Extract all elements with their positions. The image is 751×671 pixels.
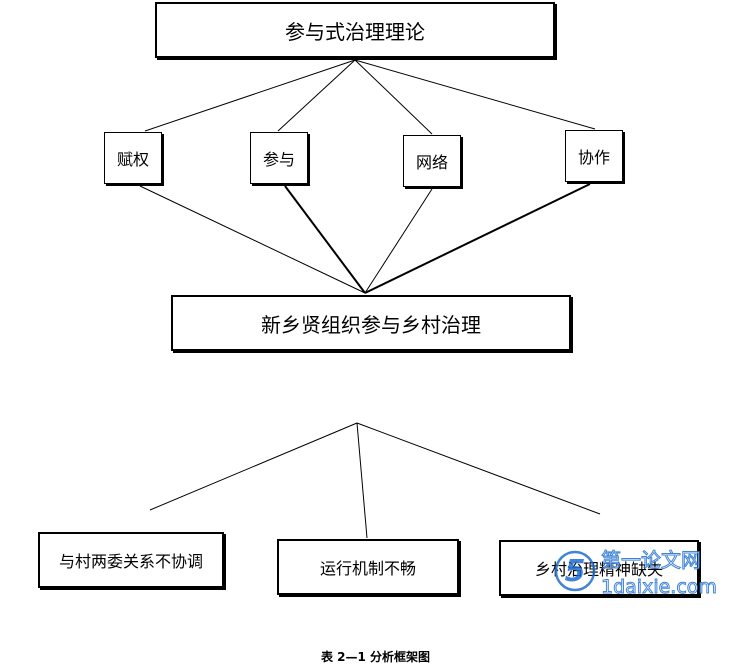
sub-box-collaboration: 协作	[565, 130, 623, 182]
connector-apex-p1	[149, 422, 358, 511]
middle-topic-box: 新乡贤组织参与乡村治理	[171, 295, 571, 351]
figure-caption: 表 2—1 分析框架图	[320, 650, 431, 664]
problem-box-relationship: 与村两委关系不协调	[38, 532, 224, 588]
problem-box-spirit: 乡村治理精神缺失	[499, 540, 699, 596]
connector-s4-mid	[364, 183, 591, 294]
sub-box-participation: 参与	[250, 132, 308, 184]
connector-top-s4	[354, 59, 596, 130]
problem-box-mechanism: 运行机制不畅	[277, 539, 459, 595]
connector-apex-p2	[356, 422, 368, 539]
connector-top-s3	[354, 59, 433, 135]
sub-box-network: 网络	[403, 135, 461, 187]
top-theory-box: 参与式治理理论	[155, 2, 555, 58]
connector-s2-mid	[284, 185, 366, 294]
connector-top-s2	[277, 59, 356, 132]
connector-top-s1	[144, 59, 356, 132]
connector-s3-mid	[364, 188, 433, 294]
connector-s1-mid	[139, 185, 366, 294]
sub-box-empowerment: 赋权	[104, 132, 162, 184]
connector-apex-p3	[356, 422, 601, 515]
